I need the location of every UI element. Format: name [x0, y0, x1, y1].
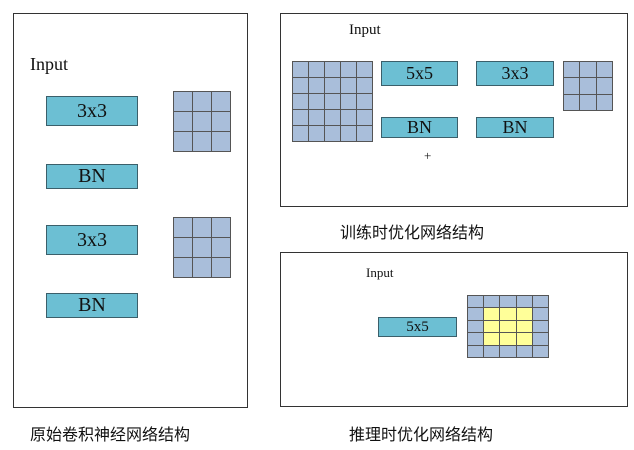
- original-kernel-grid-1: [173, 91, 231, 152]
- original-network-panel: [13, 13, 248, 408]
- kernel-cell: [580, 94, 596, 110]
- kernel-cell: [516, 296, 532, 308]
- training-caption: 训练时优化网络结构: [340, 223, 485, 242]
- training-bn-right-block: BN: [476, 117, 554, 138]
- merge-plus-symbol: +: [424, 148, 432, 163]
- kernel-cell: [484, 345, 500, 357]
- kernel-cell: [212, 238, 230, 257]
- kernel-cell: [193, 92, 211, 111]
- kernel-cell: [516, 333, 532, 345]
- inference-input-label: Input: [366, 265, 394, 280]
- kernel-cell: [484, 320, 500, 333]
- original-bn-block-2: BN: [46, 293, 138, 318]
- kernel-cell: [309, 126, 324, 141]
- kernel-cell: [212, 132, 230, 151]
- kernel-cell: [468, 308, 484, 320]
- kernel-cell: [357, 94, 372, 109]
- original-conv-3x3-block-2: 3x3: [46, 225, 138, 255]
- inference-caption: 推理时优化网络结构: [349, 425, 494, 444]
- kernel-cell: [174, 112, 192, 131]
- kernel-cell: [516, 308, 532, 320]
- kernel-cell: [500, 333, 516, 345]
- kernel-cell: [174, 132, 192, 151]
- kernel-cell: [341, 110, 356, 125]
- kernel-cell: [293, 62, 308, 77]
- kernel-cell: [325, 94, 340, 109]
- kernel-cell: [193, 258, 211, 277]
- kernel-cell: [193, 238, 211, 257]
- kernel-cell: [309, 62, 324, 77]
- kernel-cell: [309, 94, 324, 109]
- kernel-cell: [357, 78, 372, 93]
- kernel-cell: [468, 296, 484, 308]
- kernel-cell: [580, 78, 596, 94]
- kernel-cell: [564, 78, 580, 94]
- kernel-cell: [484, 333, 500, 345]
- kernel-cell: [596, 62, 612, 78]
- kernel-cell: [309, 110, 324, 125]
- kernel-cell: [341, 78, 356, 93]
- inference-kernel-grid-5x5: [467, 295, 549, 358]
- kernel-cell: [325, 110, 340, 125]
- kernel-cell: [532, 308, 548, 320]
- original-bn-block-1: BN: [46, 164, 138, 189]
- kernel-cell: [357, 110, 372, 125]
- kernel-cell: [484, 308, 500, 320]
- kernel-cell: [193, 112, 211, 131]
- kernel-cell: [293, 110, 308, 125]
- kernel-cell: [174, 92, 192, 111]
- kernel-cell: [357, 126, 372, 141]
- kernel-cell: [212, 92, 230, 111]
- original-conv-3x3-block-1: 3x3: [46, 96, 138, 126]
- kernel-cell: [341, 94, 356, 109]
- kernel-cell: [193, 218, 211, 237]
- kernel-cell: [341, 62, 356, 77]
- kernel-cell: [293, 126, 308, 141]
- kernel-cell: [325, 62, 340, 77]
- kernel-cell: [212, 112, 230, 131]
- kernel-cell: [564, 62, 580, 78]
- kernel-cell: [532, 345, 548, 357]
- training-bn-left-block: BN: [381, 117, 458, 138]
- kernel-cell: [532, 333, 548, 345]
- kernel-cell: [174, 238, 192, 257]
- original-input-label: Input: [30, 54, 68, 74]
- original-kernel-grid-2: [173, 217, 231, 278]
- training-kernel-grid-5x5: [292, 61, 373, 142]
- kernel-cell: [193, 132, 211, 151]
- kernel-cell: [325, 126, 340, 141]
- kernel-cell: [500, 296, 516, 308]
- original-caption: 原始卷积神经网络结构: [30, 425, 191, 444]
- kernel-cell: [309, 78, 324, 93]
- kernel-cell: [516, 320, 532, 333]
- training-conv-5x5-block: 5x5: [381, 61, 458, 86]
- kernel-cell: [596, 94, 612, 110]
- kernel-cell: [293, 94, 308, 109]
- kernel-cell: [516, 345, 532, 357]
- kernel-cell: [468, 333, 484, 345]
- training-input-label: Input: [349, 22, 381, 38]
- kernel-cell: [212, 218, 230, 237]
- kernel-cell: [174, 258, 192, 277]
- kernel-cell: [596, 78, 612, 94]
- kernel-cell: [500, 320, 516, 333]
- kernel-cell: [174, 218, 192, 237]
- kernel-cell: [580, 62, 596, 78]
- kernel-cell: [532, 320, 548, 333]
- kernel-cell: [341, 126, 356, 141]
- kernel-cell: [325, 78, 340, 93]
- kernel-cell: [532, 296, 548, 308]
- kernel-cell: [500, 345, 516, 357]
- kernel-cell: [212, 258, 230, 277]
- kernel-cell: [293, 78, 308, 93]
- inference-conv-5x5-block: 5x5: [378, 317, 457, 337]
- kernel-cell: [564, 94, 580, 110]
- training-kernel-grid-3x3: [563, 61, 613, 111]
- kernel-cell: [468, 345, 484, 357]
- kernel-cell: [357, 62, 372, 77]
- training-conv-3x3-block: 3x3: [476, 61, 554, 86]
- kernel-cell: [484, 296, 500, 308]
- kernel-cell: [500, 308, 516, 320]
- kernel-cell: [468, 320, 484, 333]
